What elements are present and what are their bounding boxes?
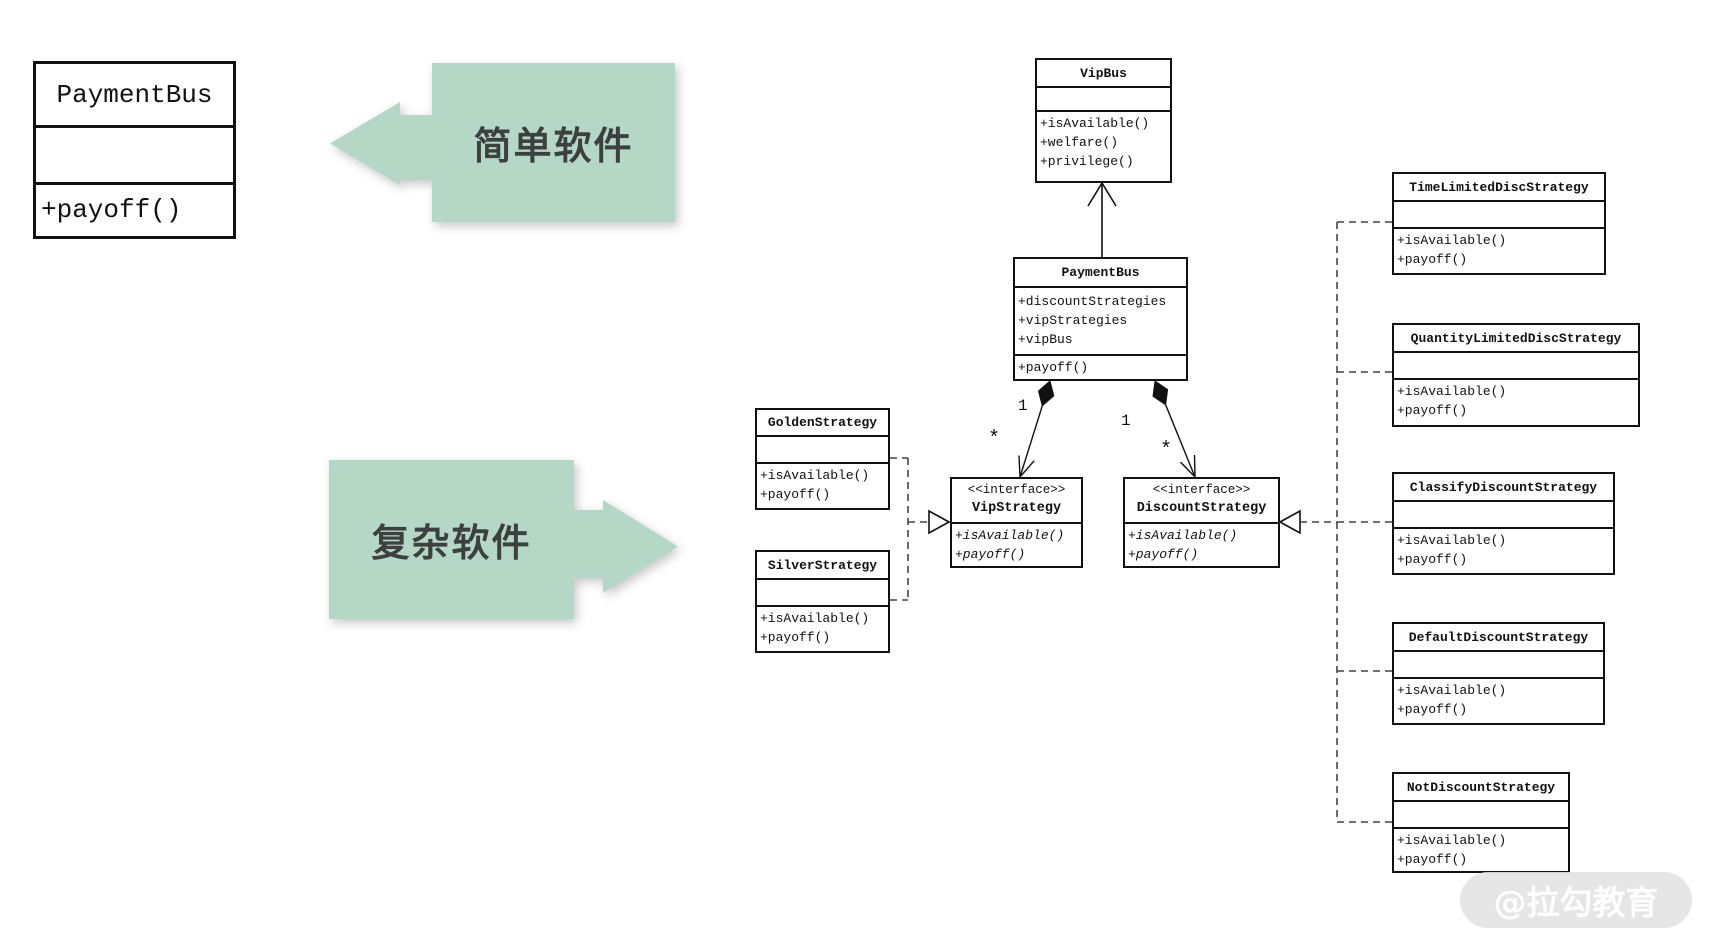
interface-vipstrategy: <<interface>> VipStrategy +isAvailable()… [950, 477, 1083, 568]
class-methods: +payoff() [1018, 360, 1089, 375]
class-attributes-empty [1394, 353, 1638, 380]
class-methods: +isAvailable() +payoff() [1397, 833, 1507, 867]
class-title: DefaultDiscountStrategy [1394, 624, 1603, 652]
interface-methods: +isAvailable() +payoff() [955, 528, 1065, 562]
class-title: SilverStrategy [757, 552, 888, 580]
composition-diamond-icon [1037, 380, 1055, 407]
class-attributes-empty [1394, 652, 1603, 679]
class-title: GoldenStrategy [757, 410, 888, 437]
class-paymentbus-simple: PaymentBus +payoff() [33, 61, 236, 239]
class-methods: +isAvailable() +payoff() [1397, 384, 1507, 418]
arrow-shaft [573, 510, 604, 578]
multiplicity-label: 1 [1018, 397, 1028, 415]
class-methods: +payoff() [41, 195, 182, 225]
multiplicity-label: 1 [1121, 412, 1131, 430]
realization-triangle-icon [1278, 509, 1301, 535]
class-goldenstrategy: GoldenStrategy +isAvailable() +payoff() [755, 408, 890, 510]
class-defaultdiscountstrategy: DefaultDiscountStrategy +isAvailable() +… [1392, 622, 1605, 725]
class-title: QuantityLimitedDiscStrategy [1394, 325, 1638, 353]
class-attributes-empty [757, 580, 888, 607]
class-title: PaymentBus [1015, 259, 1186, 288]
interface-title: VipStrategy [971, 501, 1062, 516]
class-timelimiteddiscstrategy: TimeLimitedDiscStrategy +isAvailable() +… [1392, 172, 1606, 275]
class-classifydiscountstrategy: ClassifyDiscountStrategy +isAvailable() … [1392, 472, 1615, 575]
class-title: VipBus [1037, 60, 1170, 88]
banner-body [329, 460, 574, 619]
class-silverstrategy: SilverStrategy +isAvailable() +payoff() [755, 550, 890, 653]
class-title: TimeLimitedDiscStrategy [1394, 174, 1604, 202]
interface-title: DiscountStrategy [1136, 501, 1267, 516]
composition-diamond-icon [1152, 380, 1169, 406]
class-methods: +isAvailable() +welfare() +privilege() [1040, 116, 1150, 169]
class-vipbus: VipBus +isAvailable() +welfare() +privil… [1035, 58, 1172, 183]
discount-realization-dashed-lines [1300, 221, 1392, 823]
class-methods: +isAvailable() +payoff() [1397, 683, 1507, 717]
vip-association-line [1019, 405, 1043, 478]
class-title: NotDiscountStrategy [1394, 774, 1568, 802]
class-methods: +isAvailable() +payoff() [1397, 533, 1507, 567]
realization-triangle-icon [928, 509, 951, 535]
arrow-shaft [399, 115, 433, 180]
class-paymentbus: PaymentBus +discountStrategies +vipStrat… [1013, 257, 1188, 381]
interface-stereotype: <<interface>> [1152, 483, 1251, 497]
class-attributes-empty [1394, 502, 1613, 529]
interface-methods: +isAvailable() +payoff() [1128, 528, 1238, 562]
class-title: ClassifyDiscountStrategy [1394, 474, 1613, 502]
class-attributes-empty [757, 437, 888, 464]
class-methods: +isAvailable() +payoff() [760, 611, 870, 645]
banner-simple-software: 简单软件 [330, 63, 675, 222]
banner-body [432, 63, 675, 222]
arrow-right-icon [603, 500, 678, 593]
class-attributes-empty [1037, 88, 1170, 112]
vip-realization-dashed-lines [890, 457, 929, 601]
interface-stereotype: <<interface>> [967, 483, 1066, 497]
class-methods: +isAvailable() +payoff() [1397, 233, 1507, 267]
banner-label: 简单软件 [473, 124, 634, 168]
class-notdiscountstrategy: NotDiscountStrategy +isAvailable() +payo… [1392, 772, 1570, 873]
discount-association-line [1164, 404, 1196, 478]
interface-header: <<interface>> DiscountStrategy [1125, 479, 1278, 524]
banner-complex-software: 复杂软件 [329, 460, 678, 619]
arrow-left-icon [330, 102, 400, 185]
generalization-arrowhead-icon [1087, 181, 1117, 207]
interface-header: <<interface>> VipStrategy [952, 479, 1081, 524]
class-attributes-empty [1394, 802, 1568, 829]
class-title: PaymentBus [36, 64, 233, 128]
multiplicity-label: * [1160, 439, 1173, 462]
class-quantitylimiteddiscstrategy: QuantityLimitedDiscStrategy +isAvailable… [1392, 323, 1640, 427]
banner-label: 复杂软件 [371, 521, 532, 565]
watermark-badge: @拉勾教育 [1460, 872, 1692, 928]
class-attributes: +discountStrategies +vipStrategies +vipB… [1015, 288, 1186, 356]
interface-discountstrategy: <<interface>> DiscountStrategy +isAvaila… [1123, 477, 1280, 568]
multiplicity-label: * [988, 428, 1001, 451]
watermark-text: @拉勾教育 [1493, 883, 1659, 922]
class-methods: +isAvailable() +payoff() [760, 468, 870, 502]
class-attributes-empty [36, 128, 233, 185]
class-attributes-empty [1394, 202, 1604, 229]
